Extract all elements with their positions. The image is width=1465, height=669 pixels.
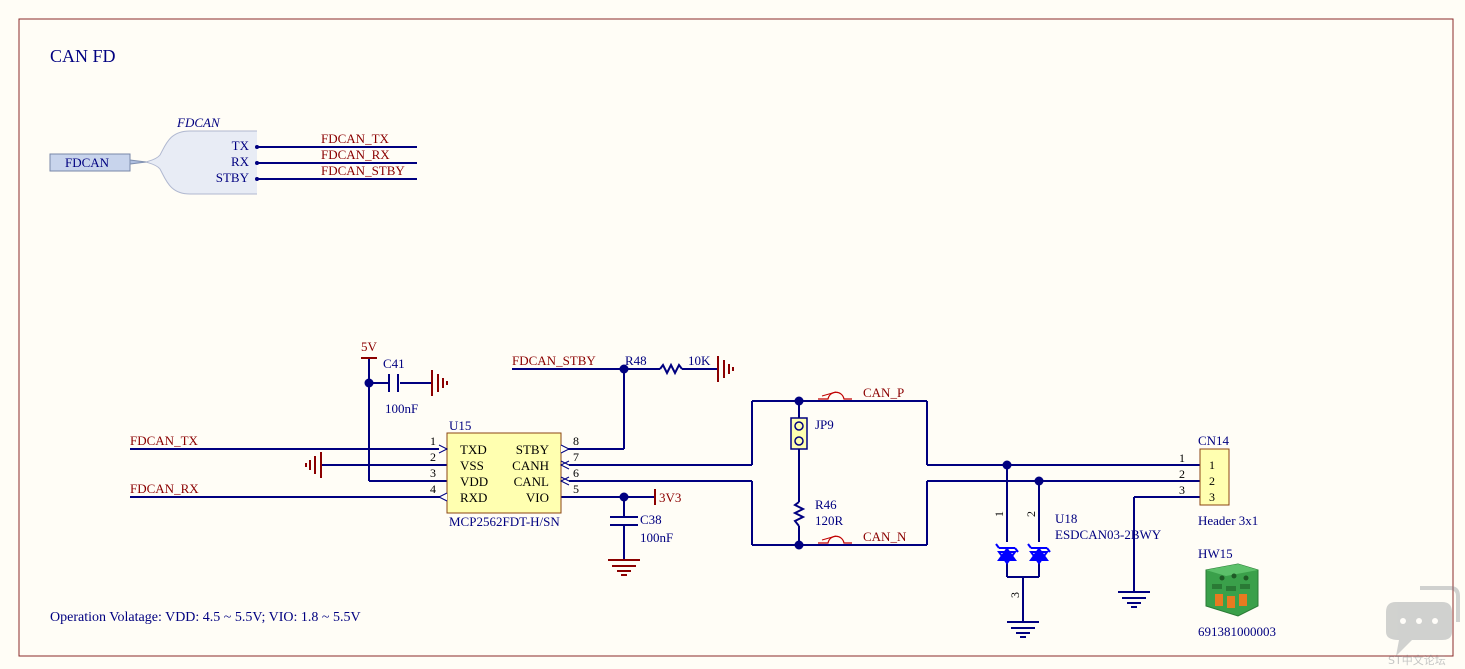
cn14-outer-pin-1: 1 (1179, 451, 1185, 465)
u18-pin-3: 3 (1008, 592, 1022, 598)
u15-pin-num-6: 6 (573, 466, 579, 480)
power-3v3-label: 3V3 (659, 490, 681, 505)
c38-capacitor[interactable]: C38 100nF (610, 512, 673, 545)
u18-pin-1: 1 (992, 511, 1006, 517)
power-3v3: 3V3 (654, 489, 681, 505)
u15-pin-name-txd: TXD (460, 442, 487, 457)
hw15-part: 691381000003 (1198, 624, 1276, 639)
u15-pin-name-vio: VIO (526, 490, 549, 505)
r46-value: 120R (815, 513, 844, 528)
net-label-rx: FDCAN_RX (130, 481, 199, 496)
harness-pin-rx: RX (231, 154, 250, 169)
net-label-tx: FDCAN_TX (130, 433, 199, 448)
u15-pin-num-7: 7 (573, 450, 579, 464)
u18-ref: U18 (1055, 511, 1077, 526)
u15-pin-num-5: 5 (573, 482, 579, 496)
watermark-text: ST中文论坛 (1388, 653, 1446, 667)
u15-pin-name-vdd: VDD (460, 474, 488, 489)
u15-pin-name-stby: STBY (516, 442, 550, 457)
harness-net-stby: FDCAN_STBY (321, 163, 405, 178)
ground-u18 (1007, 621, 1039, 638)
ground-r48 (717, 356, 734, 382)
u15-pin-num-3: 3 (430, 466, 436, 480)
ground-c38 (608, 559, 640, 576)
r46-resistor[interactable]: R46 120R (792, 497, 844, 528)
harness-pin-tx: TX (232, 138, 250, 153)
u15-pin-name-vss: VSS (460, 458, 484, 473)
harness-net-tx: FDCAN_TX (321, 131, 390, 146)
can-p-signal: CAN_P (818, 385, 904, 400)
c41-ref: C41 (383, 356, 405, 371)
cn14-inner-pin-3: 3 (1209, 490, 1215, 504)
c38-ref: C38 (640, 512, 662, 527)
harness-name: FDCAN (176, 115, 221, 130)
cn14-ref: CN14 (1198, 433, 1230, 448)
terminal-block-image (1205, 563, 1259, 617)
c41-value: 100nF (385, 401, 418, 416)
fdcan-port-label: FDCAN (65, 155, 110, 170)
forum-watermark: ST中文论坛 (1386, 586, 1460, 667)
u15-pin-name-canh: CANH (512, 458, 549, 473)
power-5v-label: 5V (361, 339, 378, 354)
jp9-ref: JP9 (815, 417, 834, 432)
u15-pin-num-1: 1 (430, 434, 436, 448)
power-5v: 5V (361, 339, 378, 359)
u15-pin-num-2: 2 (430, 450, 436, 464)
u15-pin-name-rxd: RXD (460, 490, 487, 505)
u15-pin-num-8: 8 (573, 434, 579, 448)
can-n-signal: CAN_N (818, 529, 907, 544)
u18-part: ESDCAN03-2BWY (1055, 527, 1162, 542)
cn14-outer-pin-2: 2 (1179, 467, 1185, 481)
r48-ref: R48 (625, 353, 647, 368)
junctions (364, 364, 1044, 550)
c41-capacitor[interactable]: C41 100nF (383, 356, 418, 416)
u15-ref: U15 (449, 418, 471, 433)
ground-c41 (431, 370, 448, 396)
chat-bubble-icon (1386, 602, 1452, 656)
c38-value: 100nF (640, 530, 673, 545)
cn14-inner-pin-2: 2 (1209, 474, 1215, 488)
harness-net-rx: FDCAN_RX (321, 147, 390, 162)
r48-resistor[interactable]: R48 10K (625, 353, 711, 376)
harness-pin-stby: STBY (216, 170, 250, 185)
cn14-outer-pin-3: 3 (1179, 483, 1185, 497)
u18-esd-protection[interactable]: 1 2 3 U18 ESDCAN03-2BWY (992, 511, 1162, 598)
r46-ref: R46 (815, 497, 837, 512)
cn14-header[interactable]: CN14 Header 3x1 1 2 3 1 2 3 (1179, 433, 1258, 528)
u15-transceiver[interactable]: U15 MCP2562FDT-H/SN TXD VSS VDD RXD STBY… (430, 418, 579, 529)
operation-voltage-note: Operation Volatage: VDD: 4.5 ~ 5.5V; VIO… (50, 610, 361, 625)
net-label-stby: FDCAN_STBY (512, 353, 596, 368)
r48-value: 10K (688, 353, 711, 368)
sheet-border (18, 18, 1454, 657)
sheet-title: CAN FD (50, 46, 116, 66)
can-n-label: CAN_N (863, 529, 907, 544)
harness-connector (129, 159, 147, 165)
ground-cn14 (1118, 591, 1150, 608)
ground-u15-vss (305, 452, 322, 478)
cn14-inner-pin-1: 1 (1209, 458, 1215, 472)
can-p-label: CAN_P (863, 385, 904, 400)
cn14-part: Header 3x1 (1198, 513, 1258, 528)
fdcan-harness[interactable]: FDCAN FDCAN TX RX STBY FDCAN_TX FDCAN_RX… (49, 115, 417, 195)
harness-wires (257, 146, 417, 180)
hw15-terminal-block[interactable]: HW15 691381000003 (1198, 546, 1276, 639)
u15-pin-name-canl: CANL (514, 474, 549, 489)
u15-pin-num-4: 4 (430, 482, 436, 496)
jp9-jumper[interactable]: JP9 (790, 417, 834, 450)
hw15-ref: HW15 (1198, 546, 1233, 561)
u15-part: MCP2562FDT-H/SN (449, 514, 560, 529)
u18-pin-2: 2 (1024, 511, 1038, 517)
